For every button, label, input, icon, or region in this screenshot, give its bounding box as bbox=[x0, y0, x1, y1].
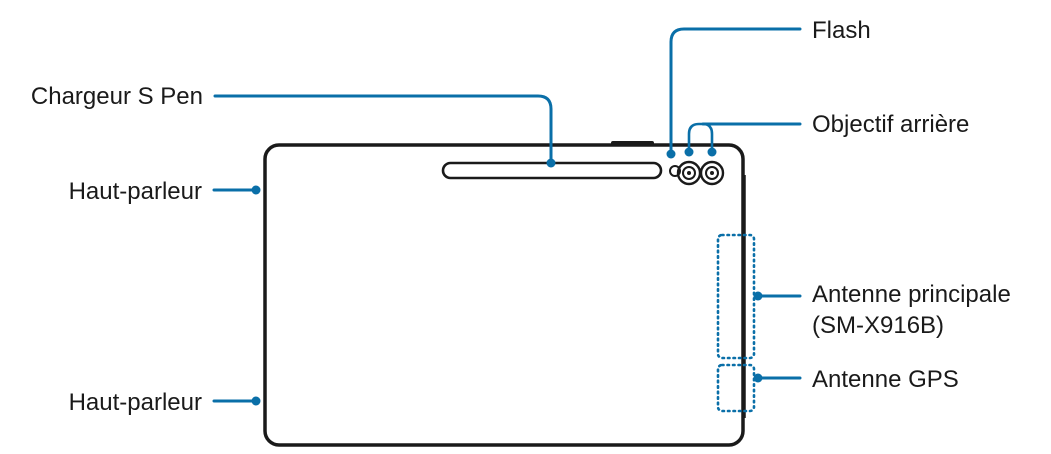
speaker-bottom-leader-dot bbox=[251, 396, 261, 406]
rear-lens-bracket bbox=[687, 122, 714, 152]
s-pen-charger-leader bbox=[213, 94, 553, 163]
gps-antenna-leader-dot bbox=[753, 373, 763, 383]
label-speaker-top: Haut-parleur bbox=[69, 178, 202, 205]
rear-camera-lens-2-inner bbox=[705, 166, 719, 180]
label-main-antenna-model: (SM-X916B) bbox=[812, 312, 944, 339]
callout-leaders bbox=[212, 27, 802, 406]
rear-lens-dot-1 bbox=[684, 147, 694, 157]
s-pen-charger-leader-dot bbox=[546, 158, 556, 168]
rear-camera-lens-2-core bbox=[710, 171, 714, 175]
rear-camera-lenses bbox=[676, 160, 725, 186]
flash-leader-dot bbox=[666, 149, 676, 159]
main-antenna-leader-dot bbox=[753, 291, 763, 301]
callout-labels: Flash Chargeur S Pen Objectif arrière Ha… bbox=[31, 17, 1011, 416]
tablet-outline bbox=[263, 143, 745, 447]
speaker-top-leader-dot bbox=[251, 185, 261, 195]
gps-antenna-region bbox=[716, 363, 756, 413]
rear-camera-lens-1-inner bbox=[682, 166, 696, 180]
label-rear-lens: Objectif arrière bbox=[812, 111, 969, 138]
label-speaker-bottom: Haut-parleur bbox=[69, 389, 202, 416]
label-main-antenna: Antenne principale bbox=[812, 281, 1011, 308]
rear-camera-lens-2 bbox=[699, 160, 725, 186]
rear-lens-dot-2 bbox=[707, 147, 717, 157]
main-antenna-region bbox=[716, 233, 756, 360]
label-s-pen-charger: Chargeur S Pen bbox=[31, 83, 203, 110]
label-flash: Flash bbox=[812, 17, 871, 44]
flash-leader bbox=[669, 27, 802, 154]
label-gps-antenna: Antenne GPS bbox=[812, 366, 959, 393]
tablet-body bbox=[263, 141, 746, 447]
rear-camera-lens-1-core bbox=[687, 171, 691, 175]
flash-led bbox=[669, 165, 681, 177]
